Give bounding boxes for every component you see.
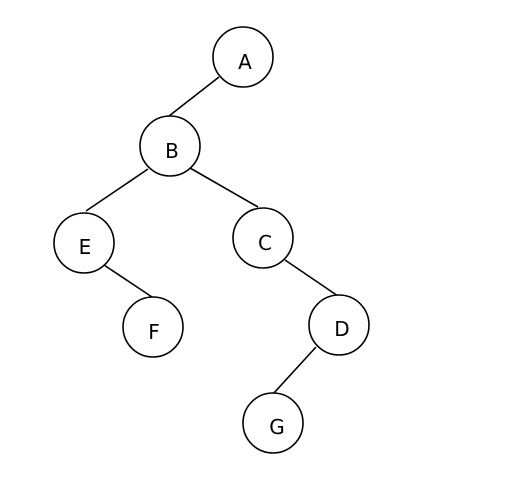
node-label: B [165, 139, 179, 163]
tree-node-g: G [242, 392, 304, 454]
node-circle [308, 294, 370, 356]
edge-b-c [189, 167, 259, 208]
edge-a-b [168, 76, 220, 117]
node-label: E [79, 235, 92, 259]
edge-c-d [284, 259, 339, 297]
node-label: A [238, 50, 252, 74]
node-circle [212, 26, 274, 88]
tree-node-a: A [212, 26, 274, 88]
node-label: C [258, 231, 272, 255]
node-circle [122, 296, 184, 358]
tree-node-e: E [53, 212, 115, 274]
tree-node-d: D [308, 294, 370, 356]
node-label: G [269, 415, 285, 439]
edge-e-f [103, 264, 153, 298]
edge-d-g [272, 346, 317, 395]
tree-node-c: C [232, 207, 294, 269]
node-circle [242, 392, 304, 454]
node-label: D [334, 317, 349, 341]
edge-b-e [85, 168, 149, 212]
tree-node-b: B [139, 115, 201, 177]
node-circle [232, 207, 294, 269]
tree-node-f: F [122, 296, 184, 358]
node-label: F [148, 320, 160, 344]
node-circle [139, 115, 201, 177]
node-circle [53, 212, 115, 274]
edges-group [85, 76, 339, 395]
